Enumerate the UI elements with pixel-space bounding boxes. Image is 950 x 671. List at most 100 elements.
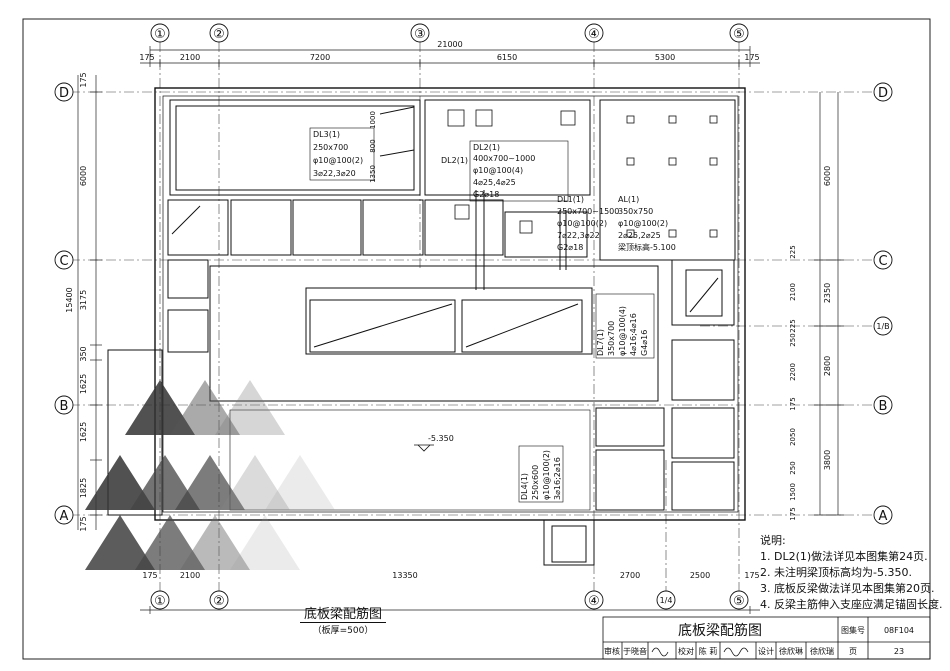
- axis-left-D: D: [59, 86, 69, 101]
- dl4-label-1: DL4(1): [520, 473, 529, 500]
- dim-right-inner-9: 1500: [789, 483, 797, 501]
- axis-bubbles: [54, 23, 893, 610]
- axis-left-A: A: [60, 509, 69, 524]
- dim-bottom-seg-5: 2500: [690, 571, 710, 580]
- dim-top-total: 21000: [437, 40, 462, 49]
- axis-bottom-1-4: 1/4: [660, 596, 673, 605]
- axis-left-C: C: [59, 254, 68, 269]
- dl1-label-5: G2⌀18: [557, 243, 583, 252]
- axis-bottom-2: ②: [213, 594, 225, 609]
- dl3-label-1: DL3(1): [313, 130, 340, 139]
- dl7-label-3: φ10@100(4): [618, 306, 627, 356]
- dim-right-seg-2: 2350: [823, 283, 832, 303]
- dl1-label-1: DL1(1): [557, 195, 584, 204]
- dim-top-seg-4: 6150: [497, 53, 517, 62]
- label-frames: [309, 127, 655, 503]
- dim-inner-1350: 1350: [369, 165, 377, 183]
- dim-right-seg-4: 3800: [823, 450, 832, 470]
- dl2-tag: DL2(1): [441, 156, 468, 165]
- side-dimension-lines: [77, 75, 844, 530]
- axis-bottom-5: ⑤: [733, 594, 745, 609]
- dl4-label-2: 250x600: [531, 465, 540, 500]
- dim-left-seg-2: 6000: [79, 166, 88, 186]
- axis-top-3: ③: [414, 27, 426, 42]
- top-dimension-lines: [140, 46, 760, 614]
- dim-right-inner-5: 2200: [789, 363, 797, 381]
- axis-top-4: ④: [588, 27, 600, 42]
- axis-right-B: B: [879, 399, 888, 414]
- dl1-label-3: φ10@100(2): [557, 219, 607, 228]
- dl4-label-4: 3⌀16;2⌀16: [553, 457, 562, 500]
- axis-top-1: ①: [154, 27, 166, 42]
- dim-right-seg-1: 6000: [823, 166, 832, 186]
- dim-right-seg-3: 2800: [823, 356, 832, 376]
- axis-bottom-4: ④: [588, 594, 600, 609]
- al-label-3: φ10@100(2): [618, 219, 668, 228]
- caption-subtitle: （板厚=500）: [312, 626, 374, 636]
- drawing-notes: 说明: 1. DL2(1)做法详见本图集第24页. 2. 未注明梁顶标高均为-5…: [760, 533, 943, 613]
- dim-bottom-seg-3: 13350: [392, 571, 417, 580]
- dim-left-seg-4: 350: [79, 346, 88, 361]
- dl2-label-3: φ10@100(4): [473, 166, 523, 175]
- dim-right-inner-3: 225: [789, 319, 797, 332]
- note-item-4: 4. 反梁主筋伸入支座应满足锚固长度.: [760, 598, 943, 611]
- dl7-label-4: 4⌀16;4⌀16: [629, 313, 638, 356]
- dim-right-inner-4: 250: [789, 333, 797, 346]
- dim-top-seg-5: 5300: [655, 53, 675, 62]
- column-marks: [447, 109, 718, 238]
- note-item-3: 3. 底板反梁做法详见本图集第20页.: [760, 582, 935, 595]
- dim-top-seg-6: 175: [744, 53, 759, 62]
- dl1-label-2: 250x700~1500: [557, 207, 619, 216]
- caption-title: 底板梁配筋图: [300, 603, 386, 623]
- dim-inner-1000: 1000: [369, 111, 377, 129]
- drawing-caption: 底板梁配筋图 （板厚=500）: [300, 603, 386, 636]
- dim-left-seg-3: 3175: [79, 290, 88, 310]
- dim-top-seg-1: 175: [139, 53, 154, 62]
- structure-plan: [107, 87, 746, 566]
- dl2-label-1: DL2(1): [473, 143, 500, 152]
- level-mark-text: -5.350: [428, 434, 454, 443]
- dim-left-seg-8: 175: [79, 516, 88, 531]
- dl4-label-3: φ10@100(2): [542, 450, 551, 500]
- dim-inner-800: 800: [369, 139, 377, 152]
- axis-right-1-B: 1/B: [876, 322, 889, 331]
- dim-left-seg-7: 1825: [79, 478, 88, 498]
- level-mark: [414, 444, 434, 452]
- axis-right-A: A: [879, 509, 888, 524]
- dim-left-seg-6: 1625: [79, 422, 88, 442]
- dl3-label-2: 250x700: [313, 143, 348, 152]
- axis-right-D: D: [878, 86, 888, 101]
- sheet-border: [22, 18, 931, 660]
- dl7-label-2: 350x700: [607, 321, 616, 356]
- dim-bottom-seg-2: 2100: [180, 571, 200, 580]
- dim-left-total: 15400: [65, 287, 74, 312]
- axis-bottom-1: ①: [154, 594, 166, 609]
- axis-right-C: C: [878, 254, 887, 269]
- watermark-triangles: [85, 380, 335, 570]
- note-item-1: 1. DL2(1)做法详见本图集第24页.: [760, 550, 928, 563]
- dl3-label-3: φ10@100(2): [313, 156, 363, 165]
- dim-right-inner-7: 2050: [789, 428, 797, 446]
- dim-bottom-seg-6: 175: [744, 571, 759, 580]
- dl7-label-5: G4⌀16: [640, 330, 649, 356]
- axis-left-B: B: [60, 399, 69, 414]
- dim-right-inner-2: 2100: [789, 283, 797, 301]
- note-item-2: 2. 未注明梁顶标高均为-5.350.: [760, 566, 912, 579]
- axis-top-5: ⑤: [733, 27, 745, 42]
- dim-top-seg-3: 7200: [310, 53, 330, 62]
- dim-left-seg-1: 175: [79, 72, 88, 87]
- dl2-label-5: G2⌀18: [473, 190, 499, 199]
- dim-bottom-seg-4: 2700: [620, 571, 640, 580]
- dl2-label-2: 400x700~1000: [473, 154, 535, 163]
- dim-left-seg-5: 1625: [79, 374, 88, 394]
- slab-outline: [154, 87, 746, 521]
- dl1-label-4: 7⌀22,3⌀22: [557, 231, 600, 240]
- al-label-5: 梁顶标高-5.100: [618, 242, 676, 252]
- dim-right-inner-8: 250: [789, 461, 797, 474]
- notes-heading: 说明:: [760, 534, 786, 547]
- dl3-label-4: 3⌀22,3⌀20: [313, 169, 356, 178]
- dl2-label-4: 4⌀25,4⌀25: [473, 178, 516, 187]
- al-label-4: 2⌀25,2⌀25: [618, 231, 661, 240]
